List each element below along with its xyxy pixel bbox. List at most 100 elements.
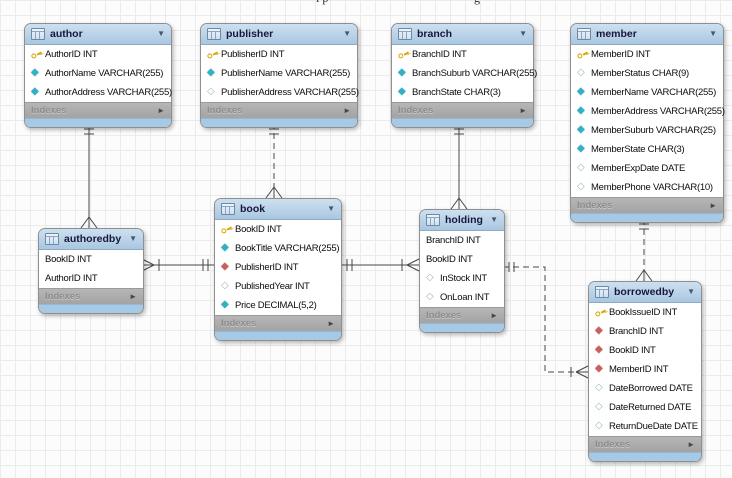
column-label: PublisherID INT	[221, 49, 285, 60]
expand-arrow-icon[interactable]: ►	[519, 105, 527, 115]
collapse-triangle-icon[interactable]: ▼	[709, 29, 717, 38]
column-row[interactable]: MemberAddress VARCHAR(255)	[571, 102, 725, 121]
expand-arrow-icon[interactable]: ►	[687, 439, 695, 449]
table-authoredby[interactable]: authoredby ▼ BookID INT AuthorID INT Ind…	[38, 228, 144, 314]
column-row[interactable]: AuthorID INT	[39, 269, 143, 288]
column-row[interactable]: PublisherID INT	[215, 258, 341, 277]
not-null-column-icon	[398, 86, 409, 98]
collapse-triangle-icon[interactable]: ▼	[157, 29, 165, 38]
column-row[interactable]: DateBorrowed DATE	[589, 379, 701, 398]
column-row[interactable]: DateReturned DATE	[589, 398, 701, 417]
expand-arrow-icon[interactable]: ►	[343, 105, 351, 115]
column-label: MemberStatus CHAR(9)	[591, 68, 689, 79]
column-row[interactable]: Price DECIMAL(5,2)	[215, 296, 341, 315]
indexes-row[interactable]: Indexes ►	[589, 436, 701, 452]
primary-key-icon	[29, 47, 44, 62]
expand-arrow-icon[interactable]: ►	[490, 310, 498, 320]
collapse-triangle-icon[interactable]: ▼	[519, 29, 527, 38]
column-row[interactable]: MemberPhone VARCHAR(10)	[571, 178, 723, 197]
relationship-book-holding[interactable]	[341, 258, 420, 272]
indexes-row[interactable]: Indexes ►	[201, 102, 357, 118]
column-row[interactable]: BookIssueID INT	[589, 303, 701, 322]
column-row[interactable]: BranchSuburb VARCHAR(255)	[392, 64, 537, 83]
column-row[interactable]: MemberState CHAR(3)	[571, 140, 723, 159]
expand-arrow-icon[interactable]: ►	[129, 291, 137, 301]
table-header[interactable]: holding ▼	[420, 210, 504, 231]
column-row[interactable]: BookID INT	[420, 250, 504, 269]
column-row[interactable]: MemberSuburb VARCHAR(25)	[571, 121, 723, 140]
indexes-row[interactable]: Indexes ►	[25, 102, 171, 118]
collapse-triangle-icon[interactable]: ▼	[129, 234, 137, 243]
column-row[interactable]: BranchID INT	[420, 231, 504, 250]
table-header[interactable]: authoredby ▼	[39, 229, 143, 250]
collapse-triangle-icon[interactable]: ▼	[490, 215, 498, 224]
indexes-row[interactable]: Indexes ►	[39, 288, 143, 304]
table-icon	[221, 203, 235, 215]
column-row[interactable]: MemberName VARCHAR(255)	[571, 83, 723, 102]
table-title: publisher	[226, 28, 274, 40]
table-branch[interactable]: branch ▼ BranchID INT BranchSuburb VARCH…	[391, 23, 537, 128]
column-row[interactable]: BookID INT	[589, 341, 701, 360]
not-null-column-icon	[31, 86, 42, 98]
column-row[interactable]: PublisherName VARCHAR(255)	[201, 64, 357, 83]
column-label: MemberName VARCHAR(255)	[591, 87, 716, 98]
collapse-triangle-icon[interactable]: ▼	[343, 29, 351, 38]
table-book[interactable]: book ▼ BookID INT BookTitle VARCHAR(255)…	[214, 198, 342, 341]
table-header[interactable]: author ▼	[25, 24, 171, 45]
relationship-member-borrowedby[interactable]	[635, 219, 653, 282]
column-row[interactable]: BookTitle VARCHAR(255)	[215, 239, 341, 258]
table-title: branch	[417, 28, 453, 40]
column-row[interactable]: OnLoan INT	[420, 288, 504, 307]
table-header[interactable]: member ▼	[571, 24, 723, 45]
indexes-row[interactable]: Indexes ►	[571, 197, 723, 213]
column-row[interactable]: PublishedYear INT	[215, 277, 341, 296]
relationship-author-authoredby[interactable]	[80, 123, 98, 229]
column-label: MemberPhone VARCHAR(10)	[591, 182, 713, 193]
column-row[interactable]: PublisherAddress VARCHAR(255)	[201, 83, 359, 102]
table-header[interactable]: borrowedby ▼	[589, 282, 701, 303]
column-row[interactable]: BranchState CHAR(3)	[392, 83, 533, 102]
indexes-row[interactable]: Indexes ►	[392, 102, 533, 118]
column-row[interactable]: PublisherID INT	[201, 45, 357, 64]
indexes-label: Indexes	[426, 310, 462, 321]
table-member[interactable]: member ▼ MemberID INT MemberStatus CHAR(…	[570, 23, 725, 223]
table-borrowedby[interactable]: borrowedby ▼ BookIssueID INT BranchID IN…	[588, 281, 702, 462]
column-row[interactable]: AuthorName VARCHAR(255)	[25, 64, 171, 83]
column-row[interactable]: BookID INT	[39, 250, 143, 269]
column-row[interactable]: MemberExpDate DATE	[571, 159, 723, 178]
column-row[interactable]: MemberStatus CHAR(9)	[571, 64, 723, 83]
table-holding[interactable]: holding ▼ BranchID INT BookID INT InStoc…	[419, 209, 505, 333]
column-label: BranchID INT	[609, 326, 664, 337]
indexes-row[interactable]: Indexes ►	[420, 307, 504, 323]
collapse-triangle-icon[interactable]: ▼	[327, 204, 335, 213]
table-header[interactable]: book ▼	[215, 199, 341, 220]
relationship-publisher-book[interactable]	[265, 123, 283, 199]
column-row[interactable]: InStock INT	[420, 269, 504, 288]
column-row[interactable]: BranchID INT	[589, 322, 701, 341]
indexes-label: Indexes	[45, 291, 81, 302]
expand-arrow-icon[interactable]: ►	[709, 200, 717, 210]
relationship-book-authoredby[interactable]	[141, 258, 214, 272]
collapse-triangle-icon[interactable]: ▼	[687, 287, 695, 296]
column-row[interactable]: ReturnDueDate DATE	[589, 417, 701, 436]
relationship-holding-borrowedby[interactable]	[503, 262, 589, 379]
relationship-branch-holding[interactable]	[450, 123, 468, 210]
column-row[interactable]: AuthorID INT	[25, 45, 171, 64]
table-header[interactable]: publisher ▼	[201, 24, 357, 45]
table-publisher[interactable]: publisher ▼ PublisherID INT PublisherNam…	[200, 23, 359, 128]
column-row[interactable]: MemberID INT	[571, 45, 723, 64]
column-row[interactable]: BranchID INT	[392, 45, 533, 64]
column-label: BookTitle VARCHAR(255)	[235, 243, 340, 254]
column-row[interactable]: MemberID INT	[589, 360, 701, 379]
column-label: BranchState CHAR(3)	[412, 87, 501, 98]
expand-arrow-icon[interactable]: ►	[157, 105, 165, 115]
expand-arrow-icon[interactable]: ►	[327, 318, 335, 328]
indexes-label: Indexes	[207, 105, 243, 116]
column-row[interactable]: AuthorAddress VARCHAR(255)	[25, 83, 172, 102]
column-row[interactable]: BookID INT	[215, 220, 341, 239]
table-author[interactable]: author ▼ AuthorID INT AuthorName VARCHAR…	[24, 23, 172, 128]
table-header[interactable]: branch ▼	[392, 24, 533, 45]
indexes-row[interactable]: Indexes ►	[215, 315, 341, 331]
column-label: BranchSuburb VARCHAR(255)	[412, 68, 538, 79]
table-footer-strip	[201, 118, 357, 127]
